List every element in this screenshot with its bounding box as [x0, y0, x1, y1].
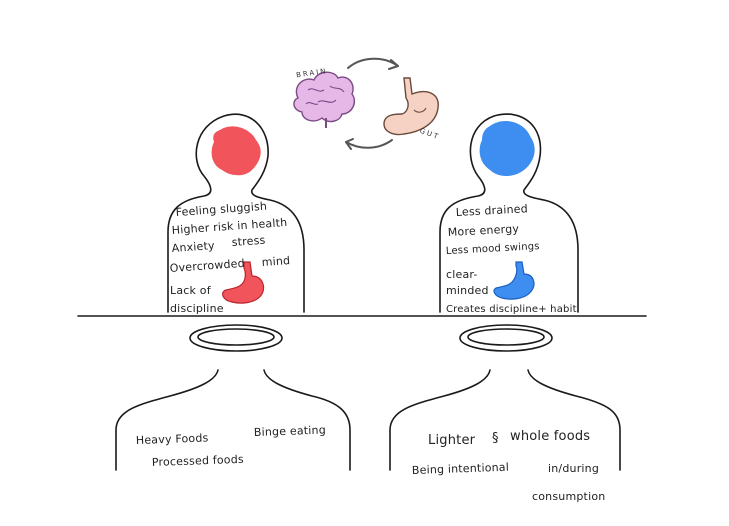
right-plate-icon: [459, 324, 553, 352]
left-symptom-8: discipline: [170, 302, 224, 315]
left-person-outline: [167, 113, 305, 313]
left-symptom-2: Higher risk in health: [171, 216, 287, 237]
right-benefit-3: Less mood swings: [446, 241, 540, 257]
right-funnel: [389, 369, 621, 471]
right-food-3: whole foods: [510, 429, 590, 444]
left-stomach-icon: [222, 261, 265, 304]
left-symptom-6: mind: [261, 254, 290, 269]
right-benefit-6: Creates discipline+ habit: [446, 304, 577, 315]
arrow-gut-to-brain: [345, 139, 393, 149]
left-food-3: Processed foods: [152, 453, 244, 469]
left-symptom-4: stress: [231, 234, 266, 249]
right-food-1: Lighter: [428, 433, 476, 448]
left-symptom-1: Feeling sluggish: [175, 200, 267, 219]
right-food-4: Being intentional: [412, 461, 510, 477]
brain-icon: [293, 71, 356, 128]
right-food-5: in/during: [548, 462, 599, 475]
left-funnel: [115, 369, 351, 471]
left-head-blob: [211, 126, 261, 176]
arrowhead-brain-to-gut: [388, 59, 399, 70]
left-food-1: Heavy Foods: [136, 431, 209, 447]
right-food-6: consumption: [532, 490, 605, 503]
right-person-outline: [439, 113, 579, 313]
right-food-2: §: [492, 431, 499, 446]
right-stomach-icon: [493, 261, 535, 300]
brain-gut-cycle: BRAIN GUT: [293, 57, 441, 150]
right-benefit-4: clear-: [446, 268, 478, 281]
gut-label: GUT: [419, 127, 441, 142]
left-symptom-7: Lack of: [170, 284, 212, 297]
left-food-2: Binge eating: [254, 423, 326, 439]
arrowhead-gut-to-brain: [345, 138, 354, 150]
left-symptom-5: Overcrowded: [169, 257, 245, 275]
right-benefit-2: More energy: [447, 222, 519, 239]
left-plate-icon: [189, 324, 283, 352]
right-head-blob: [479, 121, 535, 176]
right-person: Less drained More energy Less mood swing…: [439, 113, 579, 315]
right-benefit-1: Less drained: [455, 202, 528, 219]
left-person: Feeling sluggish Higher risk in health A…: [167, 113, 305, 315]
gut-icon: [383, 77, 439, 136]
right-benefit-5: minded: [446, 284, 489, 297]
left-symptom-3: Anxiety: [171, 239, 215, 255]
